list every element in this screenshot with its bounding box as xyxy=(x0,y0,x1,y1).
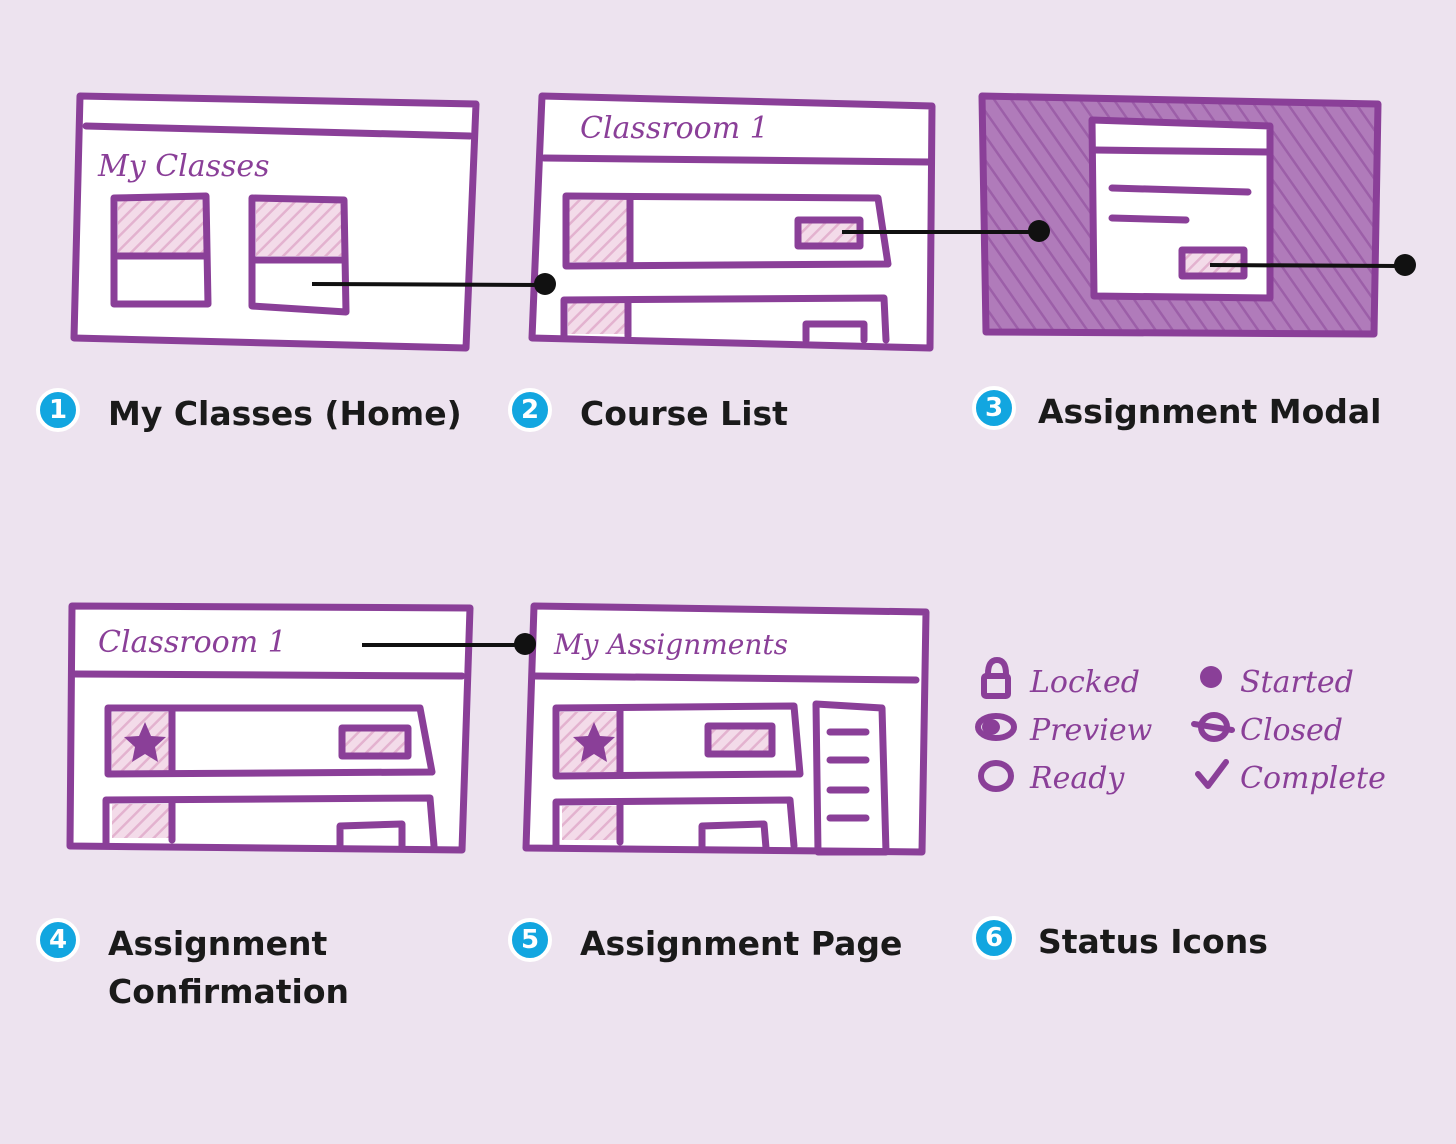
status-icons-legend xyxy=(975,657,1235,792)
caption-label-1: My Classes (Home) xyxy=(108,394,462,433)
screen-title-my-classes: My Classes xyxy=(97,149,270,184)
filled-dot-icon xyxy=(1200,666,1222,688)
open-circle-icon xyxy=(978,760,1014,792)
screen-title-confirmation: Classroom 1 xyxy=(98,625,287,660)
course-row xyxy=(560,294,890,344)
caption-step-1: 1 My Classes (Home) xyxy=(36,388,462,438)
caption-step-4: 4 Assignment Confirmation xyxy=(36,918,349,1016)
caption-label-4-line1: Assignment xyxy=(108,924,328,963)
step-badge-6: 6 xyxy=(972,916,1016,960)
connector-3-to-next xyxy=(1209,254,1416,276)
screen-my-classes: My Classes xyxy=(70,92,480,352)
screen-title-assignment-page: My Assignments xyxy=(553,628,788,661)
screen-course-list: Classroom 1 xyxy=(528,92,936,352)
star-icon xyxy=(124,722,166,762)
status-label-preview: Preview xyxy=(1029,713,1153,748)
screen-assignment-confirmation: Classroom 1 xyxy=(66,602,474,854)
caption-label-6: Status Icons xyxy=(1038,922,1268,961)
star-icon xyxy=(573,722,615,762)
connector-1-to-2 xyxy=(311,273,556,295)
caption-label-3: Assignment Modal xyxy=(1038,392,1382,431)
status-label-ready: Ready xyxy=(1029,761,1125,796)
lock-icon xyxy=(981,657,1011,699)
step-badge-4: 4 xyxy=(36,918,80,962)
status-labels: Locked Started Preview Closed Ready Comp… xyxy=(1029,665,1386,796)
caption-step-3: 3 Assignment Modal xyxy=(972,386,1382,436)
side-panel xyxy=(812,700,890,856)
class-card xyxy=(248,194,350,316)
course-row xyxy=(562,192,892,270)
caption-label-2: Course List xyxy=(580,394,788,433)
status-label-locked: Locked xyxy=(1029,665,1140,700)
connectors xyxy=(311,220,1416,655)
assigned-row xyxy=(104,704,436,778)
screen-title-course-list: Classroom 1 xyxy=(580,111,769,146)
step-badge-3: 3 xyxy=(972,386,1016,430)
crossed-circle-icon xyxy=(1191,712,1235,742)
class-card xyxy=(110,192,212,308)
caption-step-6: 6 Status Icons xyxy=(972,916,1268,966)
status-label-complete: Complete xyxy=(1240,761,1386,796)
status-label-closed: Closed xyxy=(1240,713,1343,748)
caption-step-2: 2 Course List xyxy=(508,388,788,438)
course-row xyxy=(102,794,438,850)
modal-dialog xyxy=(1088,116,1274,302)
step-badge-2: 2 xyxy=(508,388,552,432)
eye-icon xyxy=(975,713,1017,741)
caption-label-5: Assignment Page xyxy=(580,924,903,963)
checkmark-icon xyxy=(1195,759,1229,789)
connector-2-to-3 xyxy=(842,220,1050,242)
screen-assignment-page: My Assignments xyxy=(522,602,930,856)
assignment-row xyxy=(552,702,804,780)
step-badge-1: 1 xyxy=(36,388,80,432)
screen-assignment-modal xyxy=(978,92,1382,338)
caption-label-4-line2: Confirmation xyxy=(108,972,350,1011)
step-badge-5: 5 xyxy=(508,918,552,962)
status-label-started: Started xyxy=(1240,665,1354,700)
caption-step-5: 5 Assignment Page xyxy=(508,918,902,968)
connector-4-to-5 xyxy=(362,633,536,655)
course-row xyxy=(552,796,798,852)
